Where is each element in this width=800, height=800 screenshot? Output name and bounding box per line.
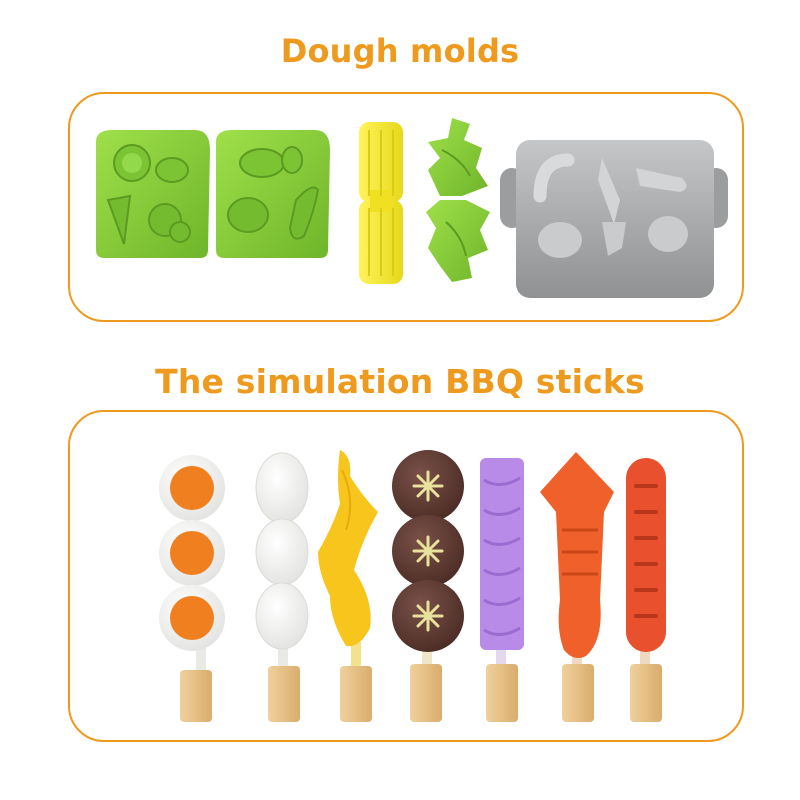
quail-egg-stick xyxy=(255,452,309,722)
purple-roll-stick xyxy=(480,458,524,722)
corn-stick xyxy=(318,450,378,722)
yellow-corn-mold xyxy=(359,122,403,284)
sausage-stick xyxy=(626,458,666,722)
mushroom-ball-stick xyxy=(392,450,464,722)
egg-slice-stick xyxy=(159,455,225,722)
squid-stick xyxy=(540,452,614,722)
dough-molds-title: Dough molds xyxy=(280,32,520,70)
green-bread-mold-meats xyxy=(216,130,330,258)
gray-bbq-tray-mold xyxy=(500,140,728,298)
green-wing-mold xyxy=(426,118,490,282)
bbq-sticks-title: The simulation BBQ sticks xyxy=(155,362,645,401)
green-bread-mold-veggies xyxy=(96,130,210,258)
